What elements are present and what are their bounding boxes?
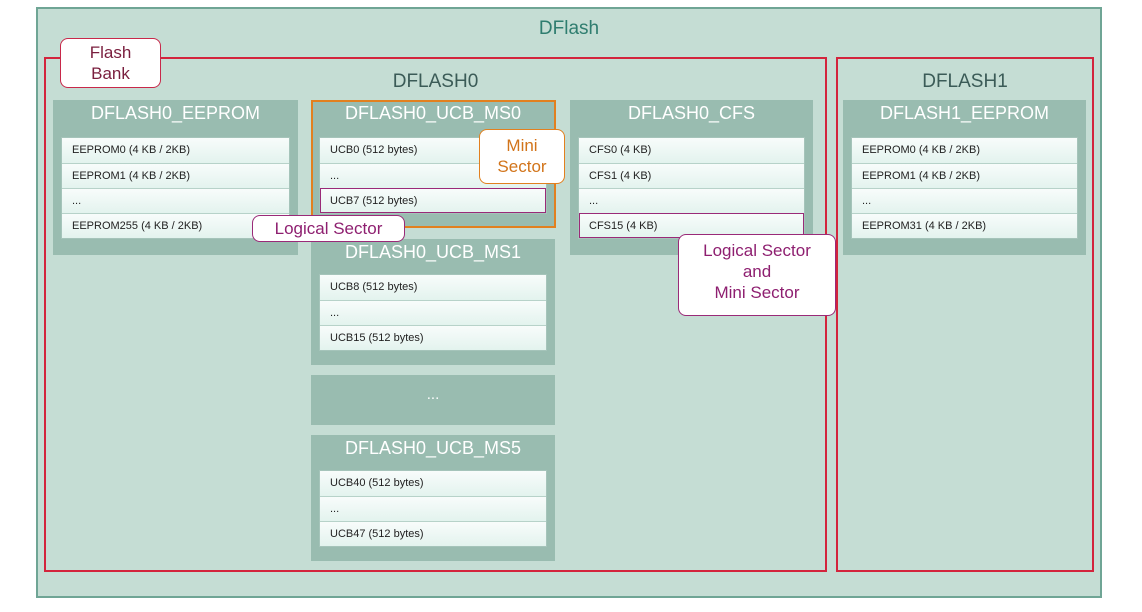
block-title: DFLASH0_UCB_MS5 xyxy=(344,438,522,458)
sector-list: UCB8 (512 bytes) ... UCB15 (512 bytes) xyxy=(319,274,547,351)
ellipsis-block: ... xyxy=(311,375,555,425)
block-title: DFLASH0_UCB_MS1 xyxy=(344,242,522,262)
ellipsis-label: ... xyxy=(426,386,440,403)
block-title: DFLASH0_CFS xyxy=(627,103,756,123)
sector-row: EEPROM0 (4 KB / 2KB) xyxy=(852,138,1077,163)
callout-line: Flash xyxy=(89,43,132,62)
sector-row: UCB40 (512 bytes) xyxy=(320,471,546,496)
sector-row: EEPROM0 (4 KB / 2KB) xyxy=(62,138,289,163)
logical-and-mini-sector-callout: Logical Sector and Mini Sector xyxy=(678,234,836,316)
sector-row: ... xyxy=(852,188,1077,213)
mini-sector-callout: Mini Sector xyxy=(479,129,565,184)
dflash0-ucb-ms5-block: DFLASH0_UCB_MS5 UCB40 (512 bytes) ... UC… xyxy=(311,435,555,561)
callout-line: Bank xyxy=(91,64,130,83)
dflash0-title: DFLASH0 xyxy=(392,71,479,92)
callout-line: Mini Sector xyxy=(714,283,800,302)
sector-list: CFS0 (4 KB) CFS1 (4 KB) ... CFS15 (4 KB) xyxy=(578,137,805,239)
sector-row: ... xyxy=(62,188,289,213)
sector-row: UCB15 (512 bytes) xyxy=(320,325,546,350)
callout-line: and xyxy=(742,262,772,281)
dflash0-cfs-block: DFLASH0_CFS CFS0 (4 KB) CFS1 (4 KB) ... … xyxy=(570,100,813,255)
sector-row: UCB8 (512 bytes) xyxy=(320,275,546,300)
sector-list: EEPROM0 (4 KB / 2KB) EEPROM1 (4 KB / 2KB… xyxy=(61,137,290,239)
block-title: DFLASH0_UCB_MS0 xyxy=(344,103,522,123)
sector-row: EEPROM31 (4 KB / 2KB) xyxy=(852,213,1077,238)
sector-list: EEPROM0 (4 KB / 2KB) EEPROM1 (4 KB / 2KB… xyxy=(851,137,1078,239)
sector-row: ... xyxy=(320,300,546,325)
flash-bank-callout: Flash Bank xyxy=(60,38,161,88)
sector-row-logical-highlight: UCB7 (512 bytes) xyxy=(320,188,546,213)
sector-row: EEPROM1 (4 KB / 2KB) xyxy=(62,163,289,188)
sector-row: ... xyxy=(320,496,546,521)
dflash1-title: DFLASH1 xyxy=(922,71,1008,92)
flash-bank-dflash1 xyxy=(836,57,1094,572)
callout-line: Logical Sector xyxy=(703,241,811,260)
dflash1-eeprom-block: DFLASH1_EEPROM EEPROM0 (4 KB / 2KB) EEPR… xyxy=(843,100,1086,255)
dflash-title: DFlash xyxy=(538,18,600,39)
sector-list: UCB40 (512 bytes) ... UCB47 (512 bytes) xyxy=(319,470,547,547)
callout-line: Sector xyxy=(497,157,547,176)
sector-row-logical-mini-highlight: CFS15 (4 KB) xyxy=(579,213,804,238)
sector-row: UCB47 (512 bytes) xyxy=(320,521,546,546)
block-title: DFLASH0_EEPROM xyxy=(90,103,261,123)
sector-row: ... xyxy=(579,188,804,213)
logical-sector-callout: Logical Sector xyxy=(252,215,405,242)
sector-row: EEPROM255 (4 KB / 2KB) xyxy=(62,213,289,238)
sector-row: EEPROM1 (4 KB / 2KB) xyxy=(852,163,1077,188)
sector-row: CFS1 (4 KB) xyxy=(579,163,804,188)
callout-line: Mini xyxy=(506,136,538,155)
sector-row: CFS0 (4 KB) xyxy=(579,138,804,163)
dflash0-ucb-ms1-block: DFLASH0_UCB_MS1 UCB8 (512 bytes) ... UCB… xyxy=(311,239,555,365)
block-title: DFLASH1_EEPROM xyxy=(879,103,1050,123)
